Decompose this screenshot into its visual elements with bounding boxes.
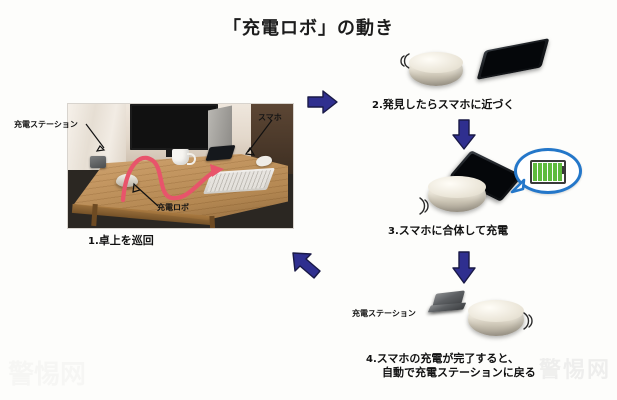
- charging-robot-top: [428, 176, 486, 199]
- step3-text: スマホに合体して充電: [398, 224, 509, 237]
- watermark-right: 警惕网: [538, 358, 611, 383]
- step3-caption: 3.スマホに合体して充電: [388, 222, 508, 238]
- smartphone: [476, 38, 550, 80]
- callout-label-charging-robot: 充電ロボ: [157, 203, 189, 212]
- watermark-left: 警惕网: [8, 352, 158, 392]
- watermark-left-text: 警惕网: [8, 359, 87, 390]
- battery-icon: [530, 160, 566, 184]
- charging-robot: [428, 176, 486, 212]
- step1-caption: 1.卓上を巡回: [88, 232, 154, 248]
- step2-illustration: [395, 38, 550, 94]
- step3-number: 3.: [388, 226, 399, 237]
- step3-illustration: [400, 148, 585, 220]
- charging-robot-top: [468, 300, 524, 323]
- step4-number: 4.: [366, 354, 377, 365]
- step4-caption-line1: 4.スマホの充電が完了すると、: [366, 350, 519, 366]
- step1-text: 卓上を巡回: [98, 234, 154, 247]
- step2-caption: 2.発見したらスマホに近づく: [372, 96, 514, 112]
- battery-level-fill: [533, 163, 563, 181]
- arrow-step1-to-step2-icon: [307, 90, 338, 114]
- charging-robot-top: [409, 52, 463, 74]
- step2-text: 発見したらスマホに近づく: [382, 98, 515, 111]
- signal-waves-icon: [419, 197, 429, 215]
- step2-number: 2.: [372, 100, 383, 111]
- battery-tip: [562, 166, 566, 174]
- signal-waves-icon: [400, 53, 410, 69]
- bubble-tail-icon: [510, 178, 526, 194]
- photo-mug-handle: [187, 153, 196, 165]
- step1-number: 1.: [88, 236, 99, 247]
- step4-text-line1: スマホの充電が完了すると、: [376, 352, 519, 365]
- photo-monitor: [130, 104, 218, 150]
- charging-robot: [468, 300, 524, 336]
- step4-station-label: 充電ステーション: [352, 309, 416, 318]
- photo-mug: [172, 149, 189, 165]
- arrow-step3-to-step4-icon: [452, 251, 476, 284]
- page-title: 「充電ロボ」の動き: [223, 18, 394, 39]
- step4-caption-line2: 自動で充電ステーションに戻る: [382, 366, 536, 379]
- battery-speech-bubble: [514, 148, 582, 194]
- step4-illustration: 充電ステーション: [350, 286, 550, 342]
- photo-charging-station: [90, 156, 106, 168]
- signal-waves-icon: [523, 312, 533, 330]
- charging-robot: [409, 52, 463, 86]
- arrow-step2-to-step3-icon: [452, 119, 476, 150]
- callout-label-smartphone: スマホ: [258, 113, 282, 122]
- callout-label-charging-station: 充電ステーション: [14, 120, 78, 129]
- arrow-step4-to-step1-icon: [292, 252, 321, 279]
- patrol-route-arrow: [120, 155, 224, 203]
